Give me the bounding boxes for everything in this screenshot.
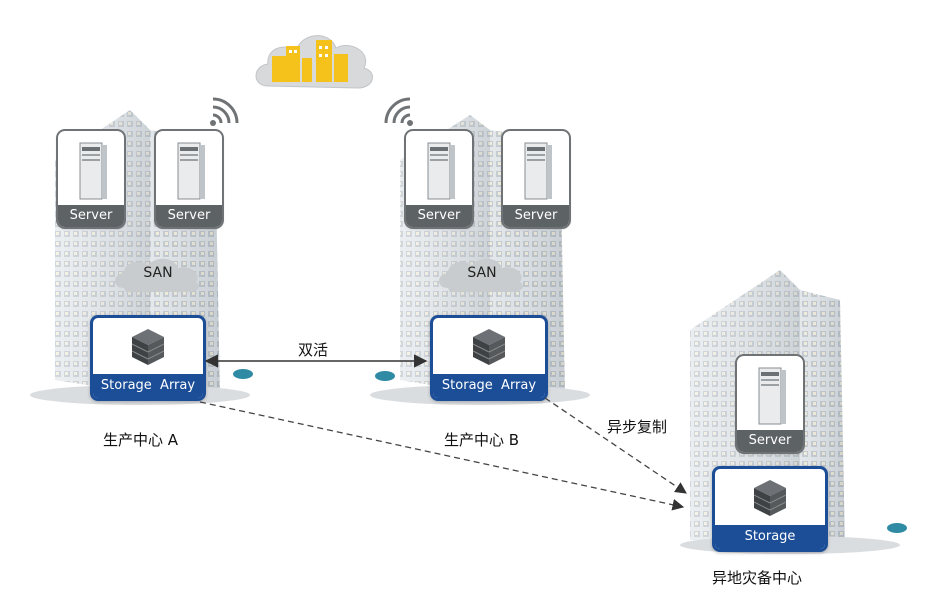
server-dr: Server: [737, 356, 803, 452]
storage-label: Storage Array: [93, 374, 203, 398]
async-replication-link-a: [199, 401, 685, 511]
san-cloud-a: SAN: [110, 254, 206, 294]
async-replication-label: 异步复制: [607, 418, 668, 436]
storage-unit-icon: [753, 480, 787, 516]
server-b2: Server: [503, 131, 569, 227]
wireless-signal-icon: [384, 97, 413, 126]
server-b1: Server: [406, 131, 472, 227]
san-label: SAN: [467, 265, 497, 281]
wireless-signal-icon: [210, 97, 239, 126]
san-cloud-b: SAN: [434, 254, 530, 294]
server-label: Server: [406, 205, 472, 227]
storage-array-a: Storage Array: [90, 315, 206, 401]
site-a-caption: 生产中心 A: [103, 431, 179, 449]
san-label: SAN: [143, 265, 173, 281]
site-b-caption: 生产中心 B: [444, 431, 520, 449]
async-replication-link-b: [544, 397, 687, 494]
server-label: Server: [156, 205, 222, 227]
server-tower-icon: [79, 142, 107, 200]
server-tower-icon: [758, 367, 786, 425]
server-label: Server: [503, 205, 569, 227]
server-label: Server: [58, 205, 124, 227]
storage-unit-icon: [472, 329, 506, 365]
cloud-city-icon: [255, 35, 373, 89]
server-tower-icon: [427, 142, 455, 200]
server-tower-icon: [524, 142, 552, 200]
server-label: Server: [737, 430, 803, 452]
storage-array-b: Storage Array: [430, 315, 548, 401]
server-a1: Server: [58, 131, 124, 227]
active-active-label: 双活: [298, 341, 329, 359]
server-a2: Server: [156, 131, 222, 227]
storage-label: Storage Array: [433, 374, 545, 398]
server-tower-icon: [177, 142, 205, 200]
dr-site-caption: 异地灾备中心: [712, 569, 803, 587]
cloud-icon: [439, 258, 523, 292]
storage-unit-icon: [131, 329, 165, 365]
storage-dr: Storage: [712, 466, 828, 552]
car-icon: [233, 369, 907, 533]
storage-label: Storage: [715, 525, 825, 549]
cloud-icon: [115, 258, 199, 292]
